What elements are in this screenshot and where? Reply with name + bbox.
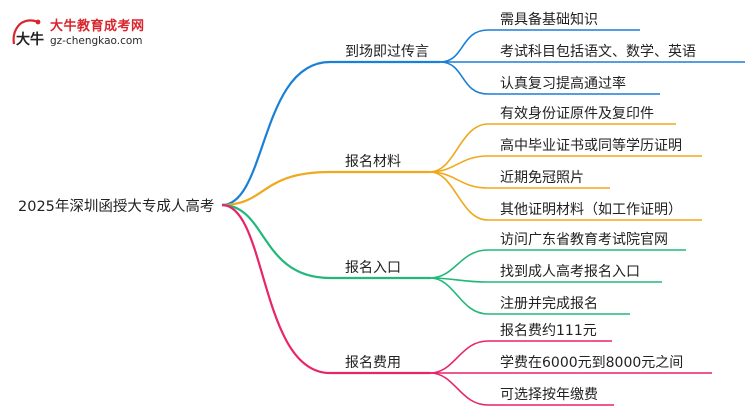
root-topic: 2025年深圳函授大专成人高考 [18, 198, 214, 215]
child-node-label: 访问广东省教育考试院官网 [500, 232, 668, 248]
child-node-label: 认真复习提高通过率 [500, 75, 626, 92]
child-connector [429, 155, 489, 173]
branch-connector [221, 203, 331, 375]
child-node-label: 需具备基础知识 [500, 11, 598, 28]
branch-label-2: 报名材料 [345, 154, 401, 170]
child-node-label: 注册并完成报名 [500, 296, 598, 312]
child-node-label: 学费在6000元到8000元之间 [500, 355, 683, 371]
child-node-label: 考试科目包括语文、数学、英语 [500, 43, 696, 60]
branch-label-3: 报名入口 [345, 260, 401, 276]
branch-connector [221, 203, 331, 280]
child-connector [439, 29, 489, 63]
child-node-label: 近期免冠照片 [500, 170, 584, 186]
child-connector [429, 249, 489, 279]
child-connector [439, 61, 489, 95]
child-node-label: 报名费约111元 [500, 323, 597, 339]
logo-brand-name: 大牛教育成考网 [50, 19, 145, 34]
child-connector [429, 277, 489, 315]
child-connector [429, 372, 489, 406]
child-connector [429, 340, 489, 374]
logo-mark-icon: 大牛 [12, 19, 44, 48]
branch-label-4: 报名费用 [345, 355, 401, 371]
branch-connector [221, 170, 331, 207]
child-node-label: 可选择按年缴费 [500, 387, 598, 403]
branch-connector [221, 60, 331, 207]
child-connector [429, 123, 489, 173]
logo-url: gz-chengkao.com [50, 35, 143, 47]
child-node-label: 找到成人高考报名入口 [500, 263, 640, 280]
child-node-label: 高中毕业证书或同等学历证明 [500, 137, 682, 154]
child-node-label: 其他证明材料（如工作证明） [500, 202, 682, 218]
child-connector [429, 171, 489, 221]
branch-label-1: 到场即过传言 [345, 44, 429, 60]
child-node-label: 有效身份证原件及复印件 [500, 105, 654, 122]
logo-mark-text: 大牛 [16, 31, 44, 48]
site-logo[interactable]: 大牛 大牛教育成考网 gz-chengkao.com [8, 14, 158, 54]
